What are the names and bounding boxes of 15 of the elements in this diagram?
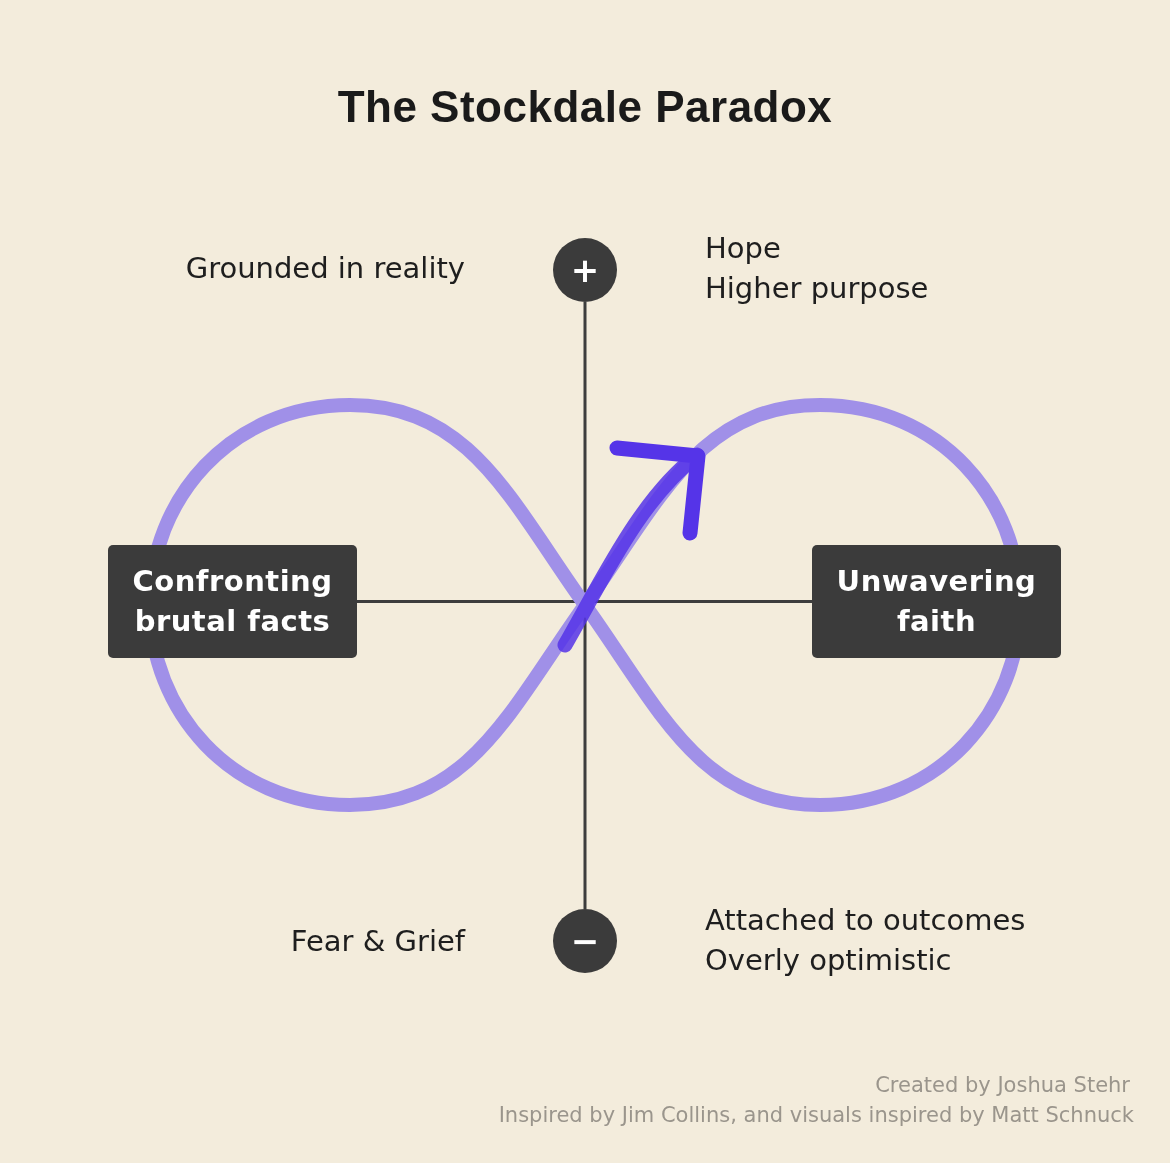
axis-line (357, 600, 812, 603)
credit-text: Inspired by Jim Collins, and visuals inspired by Matt Schnuck (498, 1105, 1134, 1126)
credit-text: Created by Joshua Stehr (875, 1075, 1130, 1096)
axis-line (583, 302, 587, 909)
minus-sign-circle: − (553, 909, 617, 973)
title: The Stockdale Paradox (336, 82, 834, 132)
quadrant-label: Hope (705, 234, 781, 263)
quadrant-label: Overly optimistic (705, 946, 952, 975)
quadrant-label: Grounded in reality (185, 254, 465, 283)
label-box: Confronting brutal facts (108, 545, 357, 658)
quadrant-label: Attached to outcomes (705, 906, 1026, 935)
label-box: Unwavering faith (812, 545, 1061, 658)
plus-sign-circle: + (553, 238, 617, 302)
quadrant-label: Fear & Grief (290, 927, 465, 956)
quadrant-label: Higher purpose (705, 274, 929, 303)
